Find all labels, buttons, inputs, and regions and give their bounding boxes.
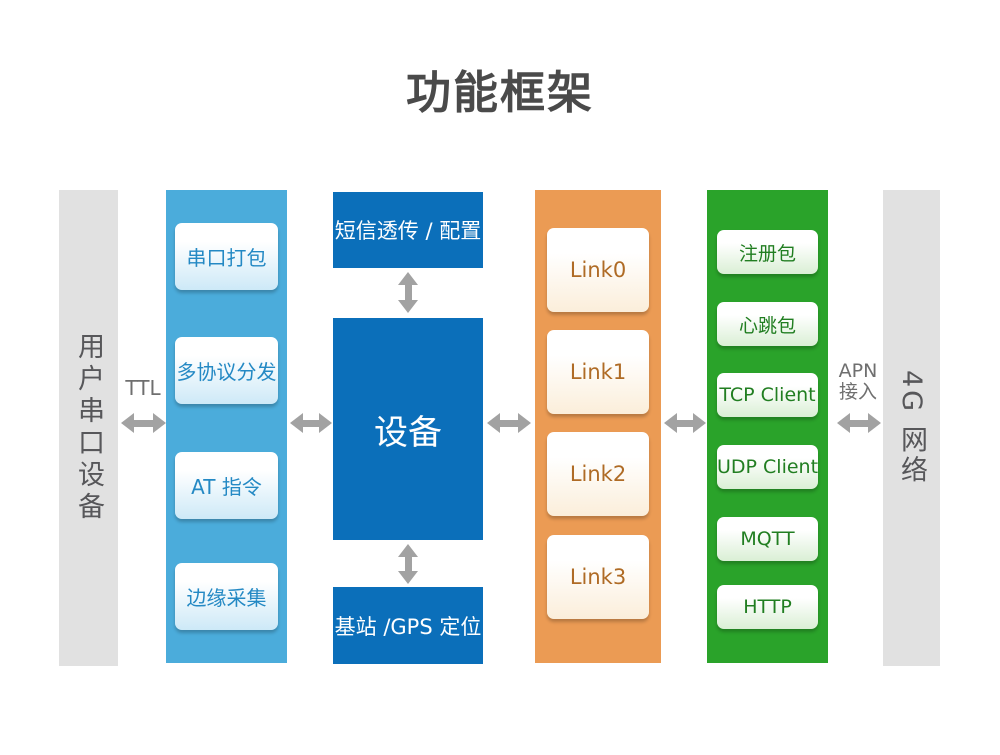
serial-function-label: AT 指令 bbox=[191, 475, 262, 499]
sms-config-label: 短信透传 / 配置 bbox=[334, 219, 482, 243]
link-box: Link2 bbox=[547, 432, 649, 516]
protocol-box: MQTT bbox=[717, 517, 818, 561]
serial-device-double-arrow-icon bbox=[290, 413, 332, 433]
sms-config-box: 短信透传 / 配置 bbox=[333, 192, 483, 268]
link-protocol-double-arrow-icon bbox=[664, 413, 706, 433]
ttl-label: TTL bbox=[125, 376, 161, 400]
user-serial-device-bar: 用户串口设备 bbox=[59, 190, 118, 666]
arrow-bar bbox=[404, 283, 412, 302]
4g-network-bar: 4G 网络 bbox=[883, 190, 940, 666]
link-box: Link0 bbox=[547, 228, 649, 312]
apn-access-label: APN 接入 bbox=[833, 361, 883, 403]
protocol-box: HTTP bbox=[717, 585, 818, 629]
link-label: Link3 bbox=[569, 565, 627, 589]
arrow-bar bbox=[675, 419, 695, 427]
apn-label-line2: 接入 bbox=[838, 381, 877, 403]
link-label: Link2 bbox=[569, 462, 627, 486]
serial-function-box: 边缘采集 bbox=[175, 563, 278, 630]
links-column: Link0 Link1 Link2 Link3 bbox=[535, 190, 661, 663]
serial-function-label: 串口打包 bbox=[186, 246, 267, 270]
serial-function-label: 边缘采集 bbox=[186, 586, 267, 610]
protocol-box: 心跳包 bbox=[717, 302, 818, 346]
arrow-bar bbox=[132, 419, 155, 427]
device-link-double-arrow-icon bbox=[487, 413, 531, 433]
sms-device-double-arrow-icon bbox=[398, 272, 418, 313]
protocol-label: TCP Client bbox=[719, 384, 816, 406]
protocol-label: 注册包 bbox=[738, 242, 796, 265]
gps-location-label: 基站 /GPS 定位 bbox=[334, 614, 482, 639]
protocol-label: 心跳包 bbox=[738, 314, 796, 337]
page-title: 功能框架 bbox=[405, 66, 594, 119]
serial-function-box: AT 指令 bbox=[175, 452, 278, 519]
protocols-column: 注册包 心跳包 TCP Client UDP Client MQTT HTTP bbox=[707, 190, 828, 663]
protocol-box: TCP Client bbox=[717, 373, 818, 417]
device-gps-double-arrow-icon bbox=[398, 544, 418, 584]
user-serial-device-label: 用户串口设备 bbox=[73, 332, 104, 524]
arrow-bar bbox=[848, 419, 870, 427]
arrow-bar bbox=[498, 419, 520, 427]
serial-function-box: 多协议分发 bbox=[175, 337, 278, 404]
protocol-box: UDP Client bbox=[717, 445, 818, 489]
arrow-bar bbox=[301, 419, 321, 427]
link-box: Link3 bbox=[547, 535, 649, 619]
ttl-double-arrow-icon bbox=[121, 413, 166, 433]
apn-label-line1: APN bbox=[838, 360, 878, 382]
link-label: Link1 bbox=[569, 360, 627, 384]
apn-double-arrow-icon bbox=[837, 413, 881, 433]
arrow-bar bbox=[404, 555, 412, 573]
device-box: 设备 bbox=[333, 318, 483, 540]
4g-network-label: 4G 网络 bbox=[896, 370, 927, 486]
device-label: 设备 bbox=[374, 412, 442, 453]
serial-function-box: 串口打包 bbox=[175, 223, 278, 290]
serial-functions-column: 串口打包 多协议分发 AT 指令 边缘采集 bbox=[166, 190, 287, 663]
protocol-label: MQTT bbox=[740, 528, 795, 550]
protocol-label: HTTP bbox=[743, 596, 792, 618]
protocol-box: 注册包 bbox=[717, 230, 818, 274]
gps-location-box: 基站 /GPS 定位 bbox=[333, 587, 483, 664]
link-label: Link0 bbox=[569, 258, 627, 282]
link-box: Link1 bbox=[547, 330, 649, 414]
protocol-label: UDP Client bbox=[716, 456, 819, 478]
serial-function-label: 多协议分发 bbox=[176, 360, 277, 384]
